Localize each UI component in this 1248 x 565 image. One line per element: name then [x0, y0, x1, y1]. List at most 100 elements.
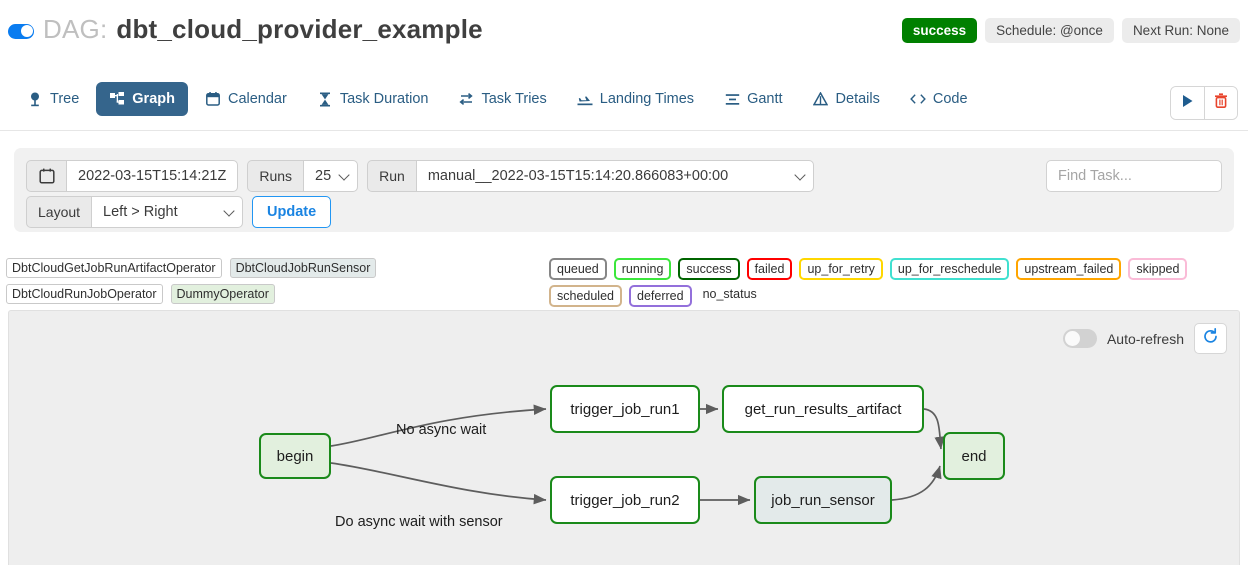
- tab-label: Details: [835, 91, 880, 107]
- status-legend: queued running success failed up_for_ret…: [549, 258, 1248, 307]
- task-node-end[interactable]: end: [943, 432, 1005, 480]
- tab-label: Gantt: [747, 91, 783, 107]
- graph-icon: [109, 91, 125, 107]
- task-node-begin[interactable]: begin: [259, 433, 331, 479]
- runs-select[interactable]: 25: [303, 160, 359, 192]
- status-legend-no-status: no_status: [702, 287, 757, 301]
- tab-label: Graph: [132, 91, 175, 107]
- tab-label: Tree: [50, 91, 80, 107]
- operator-badge[interactable]: DbtCloudJobRunSensor: [229, 258, 377, 278]
- trash-icon: [1214, 93, 1228, 113]
- tab-label: Calendar: [227, 91, 287, 107]
- find-task-input[interactable]: Find Task...: [1046, 160, 1222, 192]
- header-divider: [0, 130, 1248, 131]
- tab-landing-times[interactable]: Landing Times: [564, 82, 707, 116]
- layout-label: Layout: [26, 196, 92, 228]
- runs-label: Runs: [247, 160, 304, 192]
- code-icon: [910, 91, 926, 107]
- landing-icon: [577, 91, 593, 107]
- update-button[interactable]: Update: [252, 196, 332, 228]
- edge-label-no-async-wait: No async wait: [396, 422, 487, 438]
- play-icon: [1181, 94, 1194, 113]
- operator-badge[interactable]: DummyOperator: [170, 284, 275, 304]
- hourglass-icon: [317, 91, 333, 107]
- edge-label-do-async-wait: Do async wait with sensor: [335, 514, 503, 530]
- refresh-button[interactable]: [1194, 323, 1227, 354]
- dag-action-buttons: [1170, 86, 1238, 120]
- task-node-job-run-sensor[interactable]: job_run_sensor: [754, 476, 892, 524]
- refresh-icon: [1202, 327, 1219, 350]
- status-badge: success: [901, 18, 978, 43]
- dag-name: dbt_cloud_provider_example: [116, 14, 483, 44]
- tab-label: Task Tries: [481, 91, 547, 107]
- base-date-input[interactable]: 2022-03-15T15:14:21Z: [66, 160, 239, 192]
- status-legend-up-for-retry: up_for_retry: [799, 258, 883, 280]
- dag-header-status: success Schedule: @once Next Run: None: [901, 18, 1240, 43]
- dag-title: DAG: dbt_cloud_provider_example: [8, 14, 483, 45]
- task-node-trigger-job-run1[interactable]: trigger_job_run1: [550, 385, 700, 433]
- filter-row-primary: 2022-03-15T15:14:21Z Runs 25 Run manual_…: [26, 160, 814, 192]
- layout-select[interactable]: Left > Right: [91, 196, 244, 228]
- auto-refresh-label: Auto-refresh: [1106, 330, 1184, 347]
- filter-panel: 2022-03-15T15:14:21Z Runs 25 Run manual_…: [14, 148, 1234, 232]
- retry-icon: [458, 91, 474, 107]
- runs-group: Runs 25: [247, 160, 359, 192]
- operator-badge[interactable]: DbtCloudGetJobRunArtifactOperator: [6, 258, 222, 278]
- task-node-get-run-results-artifact[interactable]: get_run_results_artifact: [722, 385, 924, 433]
- status-legend-skipped: skipped: [1128, 258, 1188, 280]
- filter-row-secondary: Layout Left > Right Update: [26, 196, 332, 228]
- task-node-label: end: [961, 447, 987, 465]
- dag-header: DAG: dbt_cloud_provider_example success …: [0, 14, 1248, 62]
- status-legend-up-for-reschedule: up_for_reschedule: [889, 258, 1010, 280]
- task-node-label: job_run_sensor: [771, 491, 875, 509]
- view-tabs: Tree Graph Calendar Task Duration: [0, 82, 1248, 130]
- tab-details[interactable]: Details: [800, 82, 893, 116]
- status-legend-queued: queued: [549, 258, 607, 280]
- status-legend-running: running: [613, 258, 672, 280]
- gantt-icon: [724, 91, 740, 107]
- calendar-icon: [205, 91, 221, 107]
- triangle-icon: [813, 91, 829, 107]
- status-legend-failed: failed: [746, 258, 793, 280]
- tab-task-duration[interactable]: Task Duration: [304, 82, 442, 116]
- next-run-badge: Next Run: None: [1121, 18, 1240, 43]
- tree-icon: [27, 91, 43, 107]
- operator-legend: DbtCloudGetJobRunArtifactOperator DbtClo…: [6, 258, 526, 304]
- trigger-dag-button[interactable]: [1171, 87, 1204, 119]
- task-node-label: trigger_job_run1: [570, 400, 680, 418]
- tab-tree[interactable]: Tree: [14, 82, 92, 116]
- tab-list: Tree Graph Calendar Task Duration: [14, 82, 981, 116]
- tab-calendar[interactable]: Calendar: [192, 82, 300, 116]
- status-legend-upstream-failed: upstream_failed: [1016, 258, 1122, 280]
- tab-label: Code: [932, 91, 968, 107]
- task-node-trigger-job-run2[interactable]: trigger_job_run2: [550, 476, 700, 524]
- auto-refresh-controls: Auto-refresh: [1062, 323, 1227, 354]
- tab-label: Landing Times: [599, 91, 695, 107]
- dag-pause-toggle[interactable]: [8, 23, 34, 39]
- dag-label: DAG:: [43, 14, 108, 44]
- run-group: Run manual__2022-03-15T15:14:20.866083+0…: [367, 160, 814, 192]
- tab-code[interactable]: Code: [897, 82, 981, 116]
- run-select[interactable]: manual__2022-03-15T15:14:20.866083+00:00: [415, 160, 814, 192]
- task-node-label: get_run_results_artifact: [744, 400, 902, 418]
- tab-graph[interactable]: Graph: [96, 82, 188, 116]
- run-label: Run: [367, 160, 416, 192]
- auto-refresh-toggle[interactable]: [1062, 329, 1097, 348]
- layout-group: Layout Left > Right: [26, 196, 244, 228]
- status-legend-scheduled: scheduled: [549, 285, 622, 307]
- graph-canvas-panel: Auto-refresh: [8, 310, 1240, 565]
- tab-label: Task Duration: [339, 91, 429, 107]
- delete-dag-button[interactable]: [1204, 87, 1237, 119]
- dag-graph: begin trigger_job_run1 get_run_results_a…: [9, 311, 1239, 565]
- status-legend-success: success: [678, 258, 740, 280]
- graph-edges: [330, 403, 945, 506]
- task-node-label: begin: [276, 447, 314, 465]
- operator-badge[interactable]: DbtCloudRunJobOperator: [6, 284, 163, 304]
- base-date-group: 2022-03-15T15:14:21Z: [26, 160, 239, 192]
- calendar-icon[interactable]: [26, 160, 66, 192]
- tab-task-tries[interactable]: Task Tries: [445, 82, 559, 116]
- schedule-badge: Schedule: @once: [985, 18, 1114, 43]
- task-node-label: trigger_job_run2: [570, 491, 680, 509]
- tab-gantt[interactable]: Gantt: [711, 82, 795, 116]
